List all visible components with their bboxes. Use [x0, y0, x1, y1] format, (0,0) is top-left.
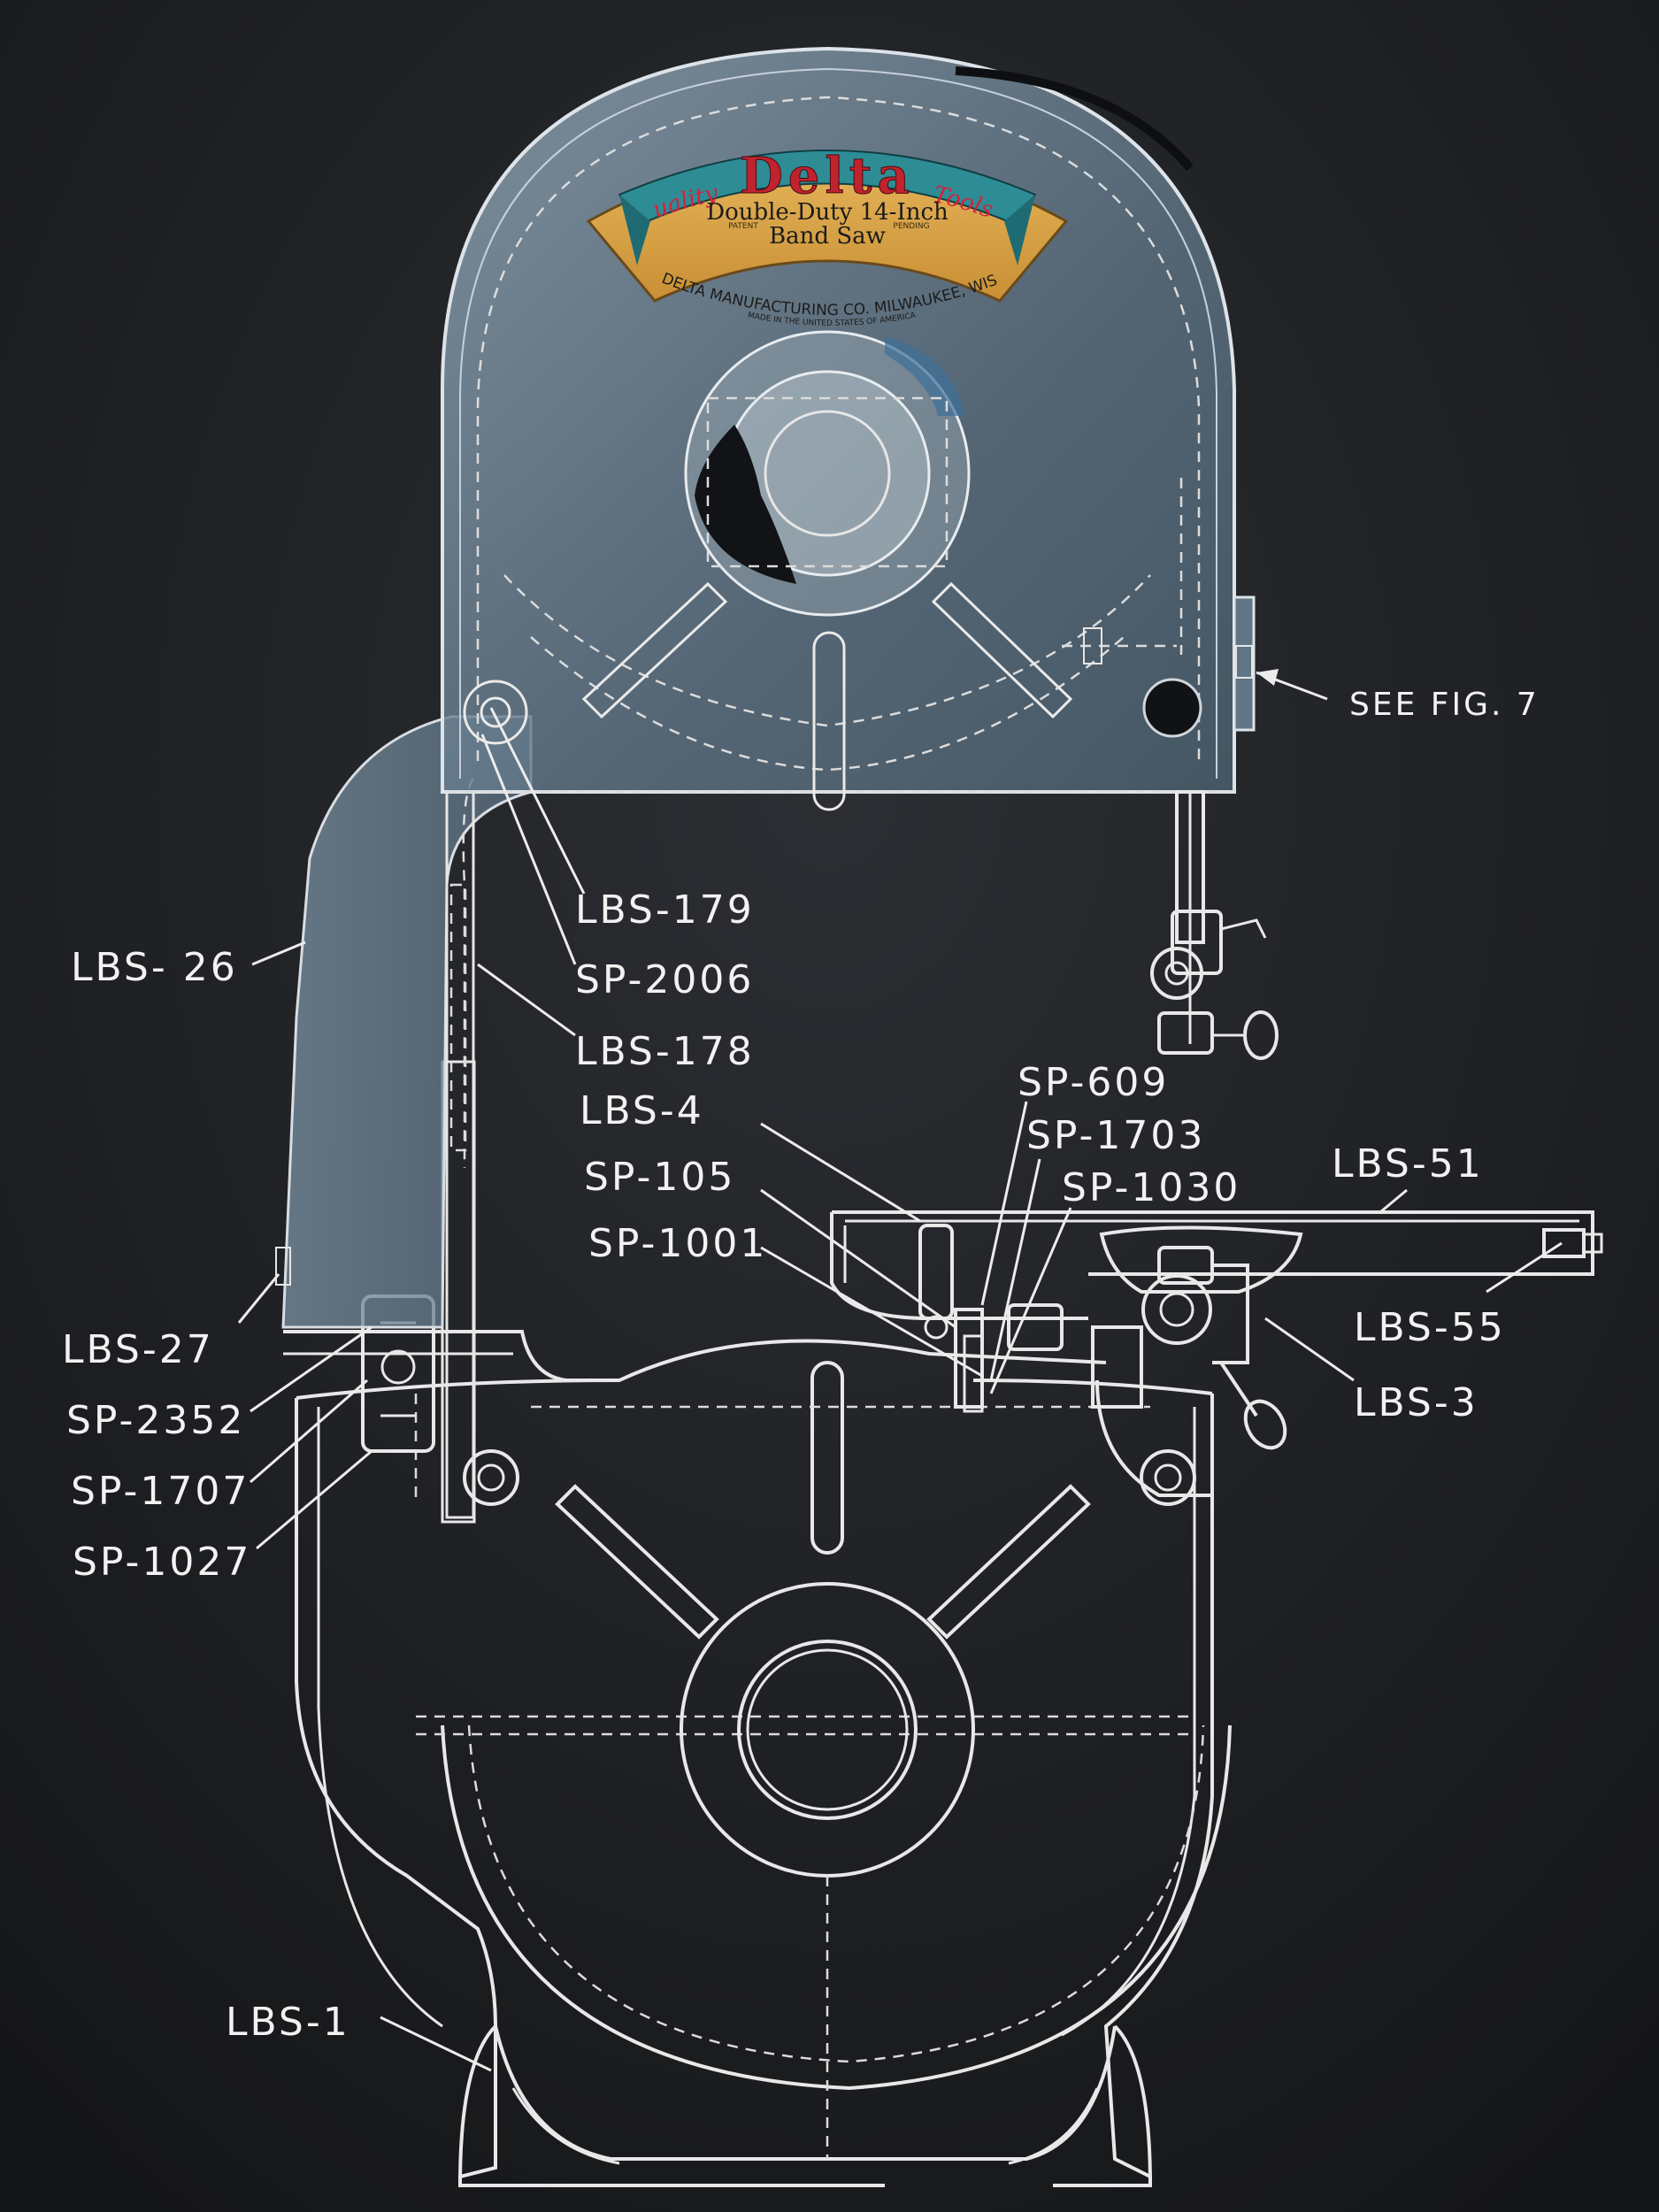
pivot-bolt [463, 680, 528, 745]
label-lbs-4: LBS-4 [580, 1088, 704, 1133]
label-sp-1703: SP-1703 [1026, 1113, 1205, 1158]
label-sp-2006: SP-2006 [575, 957, 754, 1002]
label-lbs-178: LBS-178 [575, 1029, 755, 1074]
badge-line2: Band Saw [769, 223, 886, 250]
label-lbs-179: LBS-179 [575, 887, 755, 933]
label-lbs-51: LBS-51 [1332, 1141, 1484, 1187]
badge-line1: Double-Duty 14-Inch [706, 199, 949, 226]
saw-table [830, 1210, 1603, 1450]
badge-patent-right: PENDING [893, 222, 929, 231]
upper-blade-guide [1150, 790, 1279, 1060]
label-lbs-3: LBS-3 [1354, 1380, 1479, 1425]
tension-knob [1142, 678, 1202, 738]
label-sp-609: SP-609 [1018, 1060, 1169, 1105]
label-lbs-1: LBS-1 [226, 2000, 350, 2045]
label-sp-2352: SP-2352 [66, 1398, 245, 1443]
label-lbs-55: LBS-55 [1354, 1305, 1506, 1350]
badge-brand: Delta [740, 147, 915, 205]
guard-clip [275, 1247, 291, 1286]
lower-frame [283, 883, 1232, 2187]
label-sp-1707: SP-1707 [71, 1469, 250, 1514]
label-sp-1030: SP-1030 [1062, 1165, 1240, 1210]
upper-wheel-spokes [581, 581, 1073, 811]
label-sp-105: SP-105 [584, 1155, 735, 1200]
label-lbs-26: LBS- 26 [71, 945, 238, 990]
guard-door-latch [1233, 595, 1256, 732]
upper-arm-guard [281, 715, 533, 1329]
leader-lines [237, 669, 1563, 2072]
part-labels: SEE FIG. 7 LBS-179 SP-2006 LBS- 26 LBS-1… [62, 687, 1540, 2045]
upper-wheel-hub [684, 330, 971, 617]
label-see-fig-7: SEE FIG. 7 [1349, 687, 1540, 723]
label-sp-1027: SP-1027 [73, 1540, 251, 1585]
label-sp-1001: SP-1001 [588, 1221, 767, 1266]
badge-patent-left: PATENT [728, 222, 758, 231]
label-lbs-27: LBS-27 [62, 1327, 214, 1372]
